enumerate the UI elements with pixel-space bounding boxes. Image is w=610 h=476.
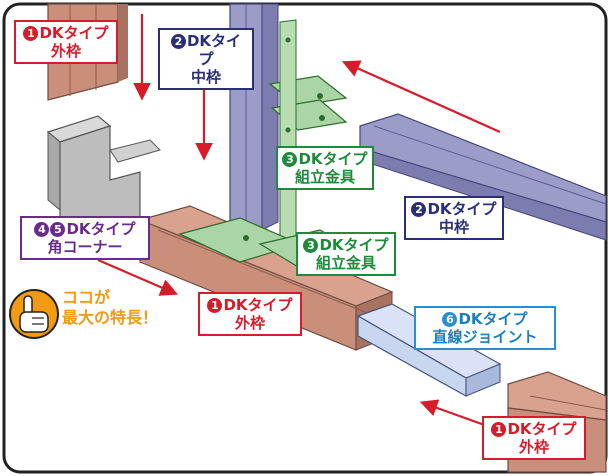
label-line1: DKタイプ xyxy=(427,200,497,218)
number-badge: 1 xyxy=(491,422,507,437)
number-badge: 2 xyxy=(170,34,186,49)
callout-line1: ココが xyxy=(62,288,111,307)
label-line2: 外枠 xyxy=(518,438,549,456)
right-arrow-icon xyxy=(97,258,179,296)
middle-frame-beam xyxy=(359,113,607,241)
label-line1: DKタイプ xyxy=(458,310,528,328)
label-line2: 組立金具 xyxy=(294,168,355,186)
number-badge: 1 xyxy=(207,298,223,313)
label-line1: DKタイプ xyxy=(186,32,242,68)
left-arrow-icon xyxy=(341,60,501,134)
label-line1: DKタイプ xyxy=(319,236,389,254)
number-badge: 3 xyxy=(303,238,319,253)
label-line1: DKタイプ xyxy=(223,296,293,314)
number-badge: 6 xyxy=(442,312,458,327)
pointing-hand-icon xyxy=(9,289,59,339)
number-badge: 5 xyxy=(50,222,66,237)
corner-piece xyxy=(46,115,161,239)
label-line2: 中枠 xyxy=(190,68,221,86)
number-badge: 4 xyxy=(34,222,50,237)
number-badge: 1 xyxy=(23,26,39,41)
label-line1: DKタイプ xyxy=(66,220,136,238)
label-line1: DKタイプ xyxy=(298,150,368,168)
label-line2: 中枠 xyxy=(438,218,469,236)
feature-callout: ココが 最大の特長！ xyxy=(62,288,158,328)
callout-line2: 最大の特長！ xyxy=(62,308,159,327)
label-line2: 直線ジョイント xyxy=(432,328,538,346)
label-line2: 外枠 xyxy=(234,314,265,332)
label-line2: 角コーナー xyxy=(47,238,123,256)
number-badge: 2 xyxy=(411,202,427,217)
label-line1: DKタイプ xyxy=(507,420,577,438)
label-line2: 組立金具 xyxy=(315,254,376,272)
number-badge: 3 xyxy=(282,152,298,167)
label-line2: 外枠 xyxy=(50,42,81,60)
label-line1: DKタイプ xyxy=(39,24,109,42)
